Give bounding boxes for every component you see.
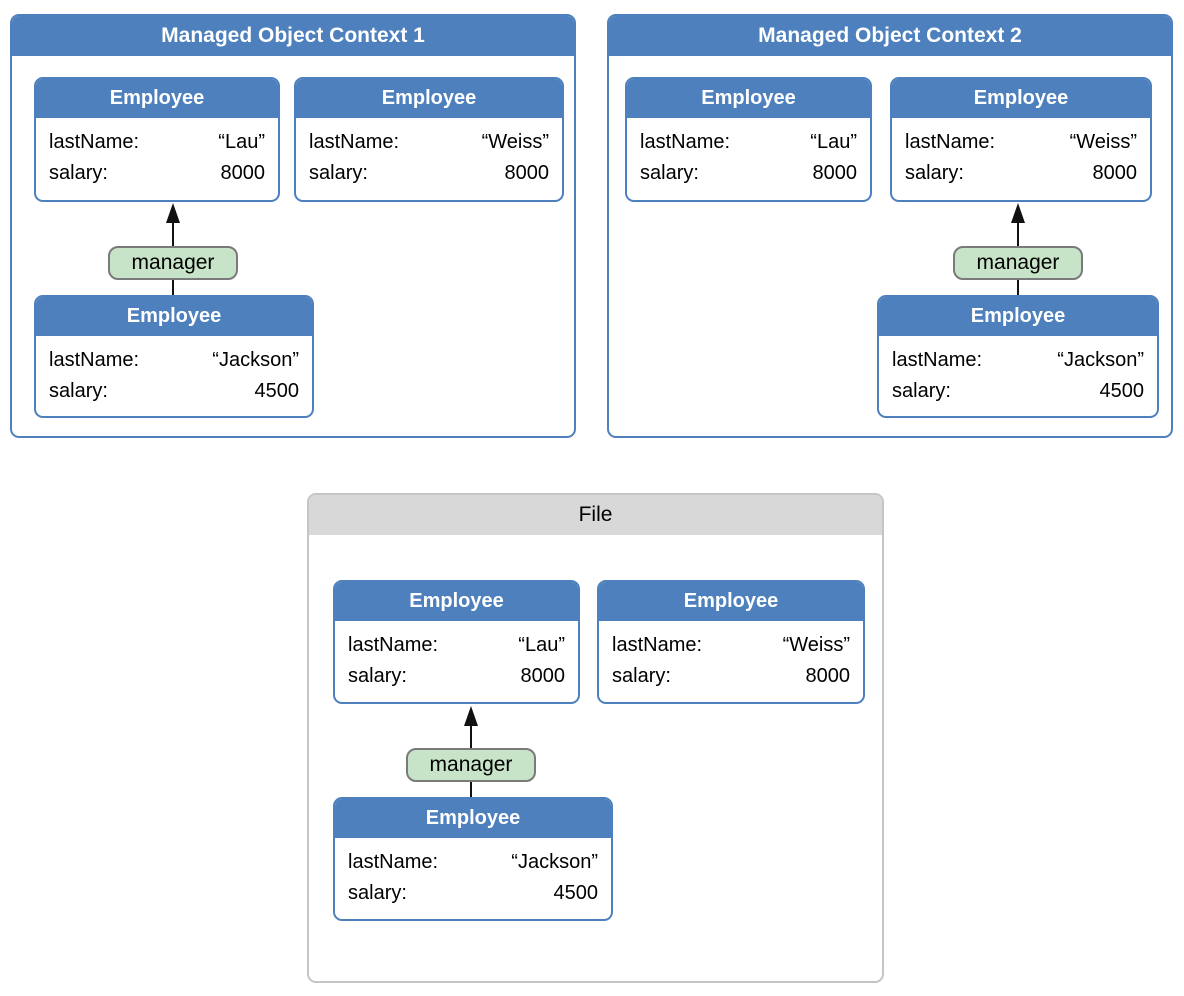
attribute-value: “Jackson” — [511, 851, 598, 873]
manager-arrow-head-icon — [166, 203, 180, 223]
attribute-value: “Lau” — [218, 131, 265, 153]
attribute-label: salary: — [905, 162, 964, 184]
relationship-label-manager: manager — [953, 246, 1083, 280]
panel-moc1-title-bar: Managed Object Context 1 — [12, 16, 574, 56]
attribute-label: lastName: — [892, 349, 983, 371]
attribute-label: salary: — [612, 665, 671, 687]
attribute-label: salary: — [892, 380, 951, 402]
attribute-value: “Jackson” — [1057, 349, 1144, 371]
entity-body: lastName: “Lau” salary: 8000 — [335, 621, 578, 692]
entity-body: lastName: “Weiss” salary: 8000 — [599, 621, 863, 692]
entity-title: Employee — [599, 582, 863, 621]
attribute-row: salary: 8000 — [905, 158, 1137, 189]
attribute-value: 8000 — [1092, 162, 1138, 184]
entity-title: Employee — [335, 582, 578, 621]
panel-managed-object-context-2: Managed Object Context 2 Employee lastNa… — [607, 14, 1173, 438]
panel-file-title-bar: File — [309, 495, 882, 535]
entity-employee-lau-moc2: Employee lastName: “Lau” salary: 8000 — [625, 77, 872, 202]
attribute-row: salary: 4500 — [892, 376, 1144, 407]
entity-employee-weiss-moc1: Employee lastName: “Weiss” salary: 8000 — [294, 77, 564, 202]
attribute-row: lastName: “Jackson” — [348, 847, 598, 878]
entity-body: lastName: “Jackson” salary: 4500 — [36, 336, 312, 407]
attribute-row: salary: 8000 — [640, 158, 857, 189]
entity-employee-jackson-moc2: Employee lastName: “Jackson” salary: 450… — [877, 295, 1159, 418]
attribute-label: salary: — [640, 162, 699, 184]
relationship-label-manager: manager — [108, 246, 238, 280]
attribute-value: 4500 — [1099, 380, 1145, 402]
manager-arrow-head-icon — [464, 706, 478, 726]
manager-arrow-head-icon — [1011, 203, 1025, 223]
attribute-label: lastName: — [348, 851, 439, 873]
attribute-value: 8000 — [504, 162, 550, 184]
entity-employee-weiss-moc2: Employee lastName: “Weiss” salary: 8000 — [890, 77, 1152, 202]
attribute-value: 4500 — [553, 882, 599, 904]
relationship-label-manager: manager — [406, 748, 536, 782]
attribute-value: 8000 — [812, 162, 858, 184]
panel-file-title: File — [578, 503, 613, 526]
attribute-row: lastName: “Jackson” — [49, 345, 299, 376]
attribute-row: lastName: “Lau” — [49, 127, 265, 158]
attribute-label: salary: — [49, 162, 108, 184]
entity-employee-lau-moc1: Employee lastName: “Lau” salary: 8000 — [34, 77, 280, 202]
attribute-label: lastName: — [49, 349, 140, 371]
attribute-label: lastName: — [49, 131, 140, 153]
entity-employee-jackson-file: Employee lastName: “Jackson” salary: 450… — [333, 797, 613, 921]
attribute-row: lastName: “Weiss” — [905, 127, 1137, 158]
entity-body: lastName: “Jackson” salary: 4500 — [879, 336, 1157, 407]
attribute-value: “Jackson” — [212, 349, 299, 371]
attribute-value: 8000 — [520, 665, 566, 687]
attribute-row: lastName: “Lau” — [348, 630, 565, 661]
attribute-label: lastName: — [612, 634, 703, 656]
attribute-label: lastName: — [905, 131, 996, 153]
entity-body: lastName: “Weiss” salary: 8000 — [296, 118, 562, 189]
entity-employee-lau-file: Employee lastName: “Lau” salary: 8000 — [333, 580, 580, 704]
entity-title: Employee — [36, 79, 278, 118]
entity-title: Employee — [627, 79, 870, 118]
entity-title: Employee — [892, 79, 1150, 118]
entity-employee-jackson-moc1: Employee lastName: “Jackson” salary: 450… — [34, 295, 314, 418]
attribute-row: salary: 4500 — [348, 878, 598, 909]
attribute-label: lastName: — [640, 131, 731, 153]
panel-file: File Employee lastName: “Lau” salary: 80… — [307, 493, 884, 983]
attribute-label: lastName: — [348, 634, 439, 656]
attribute-label: salary: — [348, 882, 407, 904]
entity-title: Employee — [296, 79, 562, 118]
attribute-value: “Weiss” — [1069, 131, 1137, 153]
attribute-row: lastName: “Weiss” — [309, 127, 549, 158]
attribute-row: salary: 8000 — [612, 661, 850, 692]
attribute-row: lastName: “Weiss” — [612, 630, 850, 661]
panel-moc2-title-bar: Managed Object Context 2 — [609, 16, 1171, 56]
attribute-row: salary: 8000 — [309, 158, 549, 189]
attribute-row: salary: 8000 — [49, 158, 265, 189]
panel-moc2-title: Managed Object Context 2 — [758, 24, 1022, 47]
attribute-value: 8000 — [220, 162, 266, 184]
attribute-value: “Weiss” — [481, 131, 549, 153]
attribute-value: “Lau” — [810, 131, 857, 153]
attribute-value: 4500 — [254, 380, 300, 402]
attribute-row: salary: 4500 — [49, 376, 299, 407]
attribute-value: “Weiss” — [782, 634, 850, 656]
attribute-label: salary: — [348, 665, 407, 687]
entity-employee-weiss-file: Employee lastName: “Weiss” salary: 8000 — [597, 580, 865, 704]
panel-moc1-title: Managed Object Context 1 — [161, 24, 425, 47]
entity-title: Employee — [879, 297, 1157, 336]
entity-title: Employee — [335, 799, 611, 838]
attribute-label: salary: — [49, 380, 108, 402]
attribute-label: lastName: — [309, 131, 400, 153]
entity-body: lastName: “Jackson” salary: 4500 — [335, 838, 611, 909]
attribute-value: “Lau” — [518, 634, 565, 656]
entity-title: Employee — [36, 297, 312, 336]
entity-body: lastName: “Lau” salary: 8000 — [627, 118, 870, 189]
attribute-label: salary: — [309, 162, 368, 184]
attribute-row: lastName: “Lau” — [640, 127, 857, 158]
entity-body: lastName: “Weiss” salary: 8000 — [892, 118, 1150, 189]
attribute-value: 8000 — [805, 665, 851, 687]
panel-managed-object-context-1: Managed Object Context 1 Employee lastNa… — [10, 14, 576, 438]
attribute-row: lastName: “Jackson” — [892, 345, 1144, 376]
entity-body: lastName: “Lau” salary: 8000 — [36, 118, 278, 189]
attribute-row: salary: 8000 — [348, 661, 565, 692]
